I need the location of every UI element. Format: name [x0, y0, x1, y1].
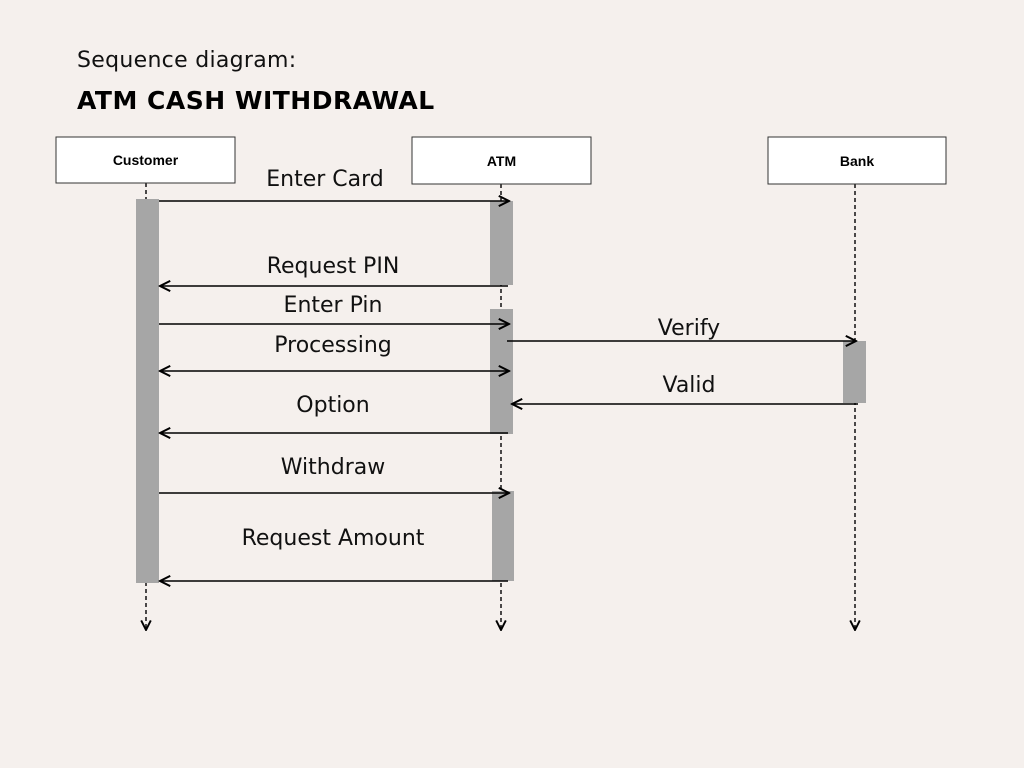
message-label-valid: Valid — [662, 373, 715, 398]
message-label-enter-pin: Enter Pin — [284, 293, 383, 318]
actor-label-bank: Bank — [840, 153, 874, 169]
activation-customer — [136, 199, 159, 583]
actor-box-atm — [411, 136, 592, 185]
message-label-option: Option — [296, 393, 369, 418]
message-label-request-amount: Request Amount — [242, 526, 425, 551]
actor-box-customer — [55, 136, 236, 184]
activation-atm-3 — [492, 491, 514, 581]
message-label-processing: Processing — [274, 333, 391, 358]
diagram-subtitle: Sequence diagram: — [77, 48, 297, 73]
message-label-withdraw: Withdraw — [281, 455, 385, 480]
message-label-request-pin: Request PIN — [267, 254, 400, 279]
message-label-verify: Verify — [658, 316, 720, 341]
diagram-title: ATM CASH WITHDRAWAL — [77, 86, 435, 115]
actor-box-bank — [767, 136, 947, 185]
activation-atm-1 — [490, 201, 513, 285]
message-label-enter-card: Enter Card — [266, 167, 384, 192]
actor-label-atm: ATM — [487, 153, 516, 169]
actor-label-customer: Customer — [113, 152, 179, 168]
activation-bank — [843, 341, 866, 403]
